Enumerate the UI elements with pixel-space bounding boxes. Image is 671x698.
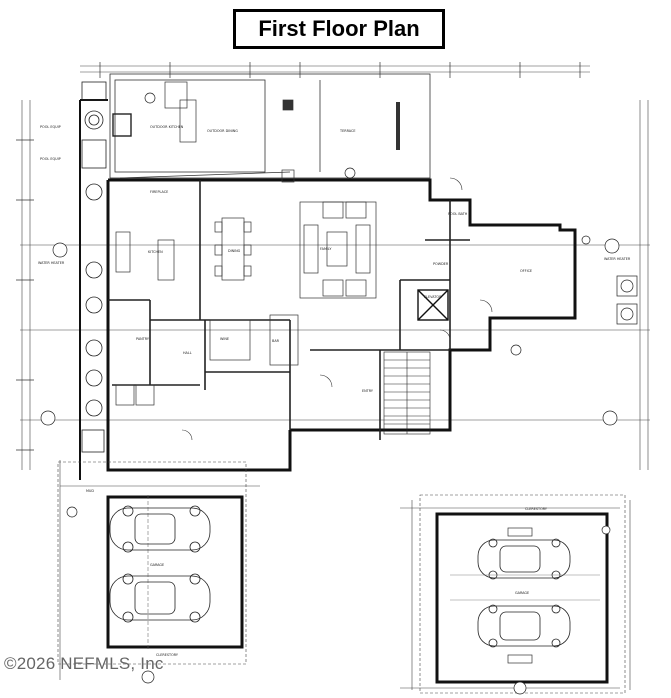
- pool-equipment-column: [81, 81, 132, 453]
- garage-right: [419, 494, 626, 694]
- label-pool-bath: POOL BATH: [448, 212, 468, 216]
- label-outdoor-dining: OUTDOOR DINING: [207, 129, 238, 133]
- label-bar: BAR: [272, 339, 280, 343]
- hvac-units: [616, 275, 638, 325]
- label-terrace: TERRACE: [339, 129, 356, 133]
- grid-tick-marks: [16, 62, 581, 451]
- label-family: FAMILY: [320, 247, 332, 251]
- label-elevator: ELEVATOR: [424, 295, 442, 299]
- label-water-heater-right: WATER HEATER: [604, 257, 631, 261]
- interior-walls: [108, 180, 470, 440]
- car-icon: [477, 604, 571, 648]
- stair: [383, 351, 431, 435]
- room-labels: OUTDOOR KITCHEN OUTDOOR DINING TERRACE P…: [38, 125, 631, 657]
- label-water-heater-left: WATER HEATER: [38, 261, 65, 265]
- title-box: First Floor Plan: [233, 9, 445, 49]
- label-wine: WINE: [220, 337, 229, 341]
- label-clerestory-left: CLERESTORY: [156, 653, 179, 657]
- door-swings: [181, 177, 493, 441]
- outdoor-furniture: [119, 81, 294, 179]
- label-fireplace: FIREPLACE: [150, 190, 168, 194]
- label-clerestory-right: CLERESTORY: [525, 507, 548, 511]
- label-outdoor-kitchen: OUTDOOR KITCHEN: [150, 125, 184, 129]
- label-pool-equip-1: POOL EQUIP: [40, 125, 61, 129]
- label-dining: DINING: [228, 249, 241, 253]
- label-office: OFFICE: [520, 269, 532, 273]
- garage-left: [57, 461, 247, 665]
- page-title: First Floor Plan: [258, 16, 420, 41]
- label-mud: MUD: [86, 489, 94, 493]
- exterior-walls: [79, 99, 577, 480]
- label-entry: ENTRY: [362, 389, 374, 393]
- label-powder: POWDER: [433, 262, 449, 266]
- dimension-lines: [20, 65, 650, 690]
- label-hall: HALL: [183, 351, 192, 355]
- section-markers: [40, 92, 620, 695]
- label-garage-right: GARAGE: [515, 591, 529, 595]
- car-icon: [109, 505, 211, 553]
- copyright-watermark: ©2026 NEFMLS, Inc: [4, 654, 164, 673]
- label-pantry: PANTRY: [136, 337, 150, 341]
- elevator-box: [417, 289, 449, 321]
- label-pool-equip-2: POOL EQUIP: [40, 157, 61, 161]
- car-icon: [477, 538, 571, 580]
- car-icon: [109, 573, 211, 623]
- porch-outline: [109, 73, 431, 179]
- label-garage-left: GARAGE: [150, 563, 164, 567]
- label-kitchen: KITCHEN: [148, 250, 163, 254]
- living-furniture: [115, 169, 377, 406]
